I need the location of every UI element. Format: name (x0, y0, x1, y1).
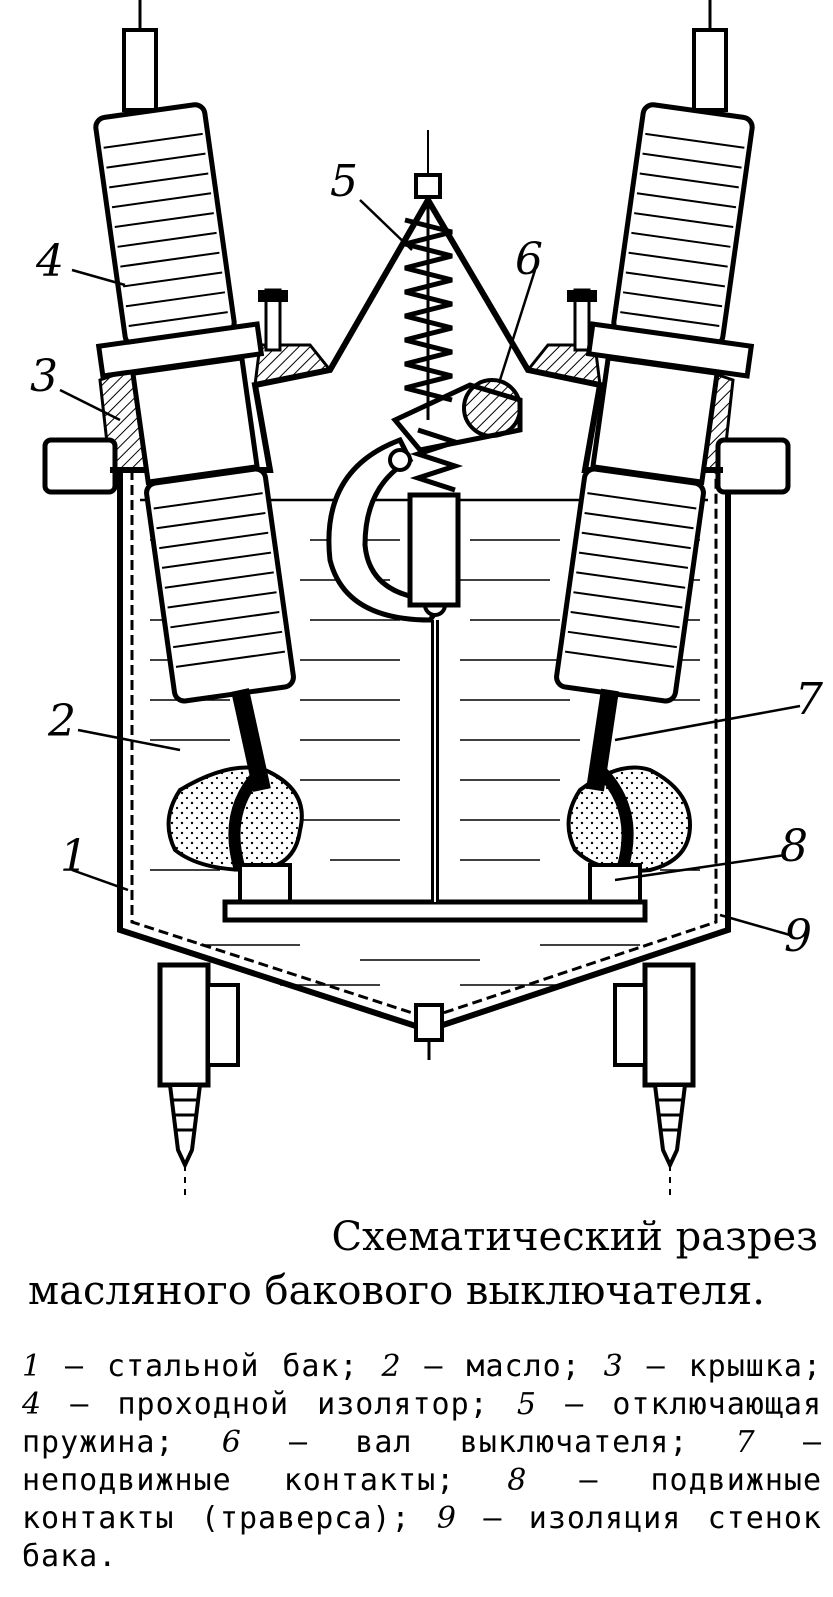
legend-item: 9 — изоляция стенок бака. (22, 1501, 822, 1574)
legend-item: 8 — подвижные контакты (траверса); (22, 1463, 823, 1536)
callout-label-2: 2 (48, 696, 76, 747)
figure-caption: Схематический разрез масляного бакового … (28, 1210, 818, 1318)
figure-legend: 1 — стальной бак; 2 — масло; 3 — крышка;… (22, 1348, 822, 1576)
callout-label-9: 9 (784, 911, 812, 962)
tank-wall-insulation (130, 470, 718, 1020)
legend-item: 2 — масло; (381, 1349, 581, 1384)
fixed-contacts (166, 765, 693, 873)
legend-item: 5 — отключающая пружина; (22, 1387, 823, 1460)
callout-label-7: 7 (795, 674, 823, 725)
breaker-cross-section (42, 0, 801, 1200)
drain-bolt (414, 1003, 444, 1060)
breaker-shaft (326, 378, 523, 623)
tank-legs (157, 962, 696, 1200)
callout-label-1: 1 (60, 831, 88, 882)
callout-label-8: 8 (780, 821, 808, 872)
moving-contacts-traverse (222, 620, 648, 923)
legend-item: 6 — вал выключателя; (221, 1425, 689, 1460)
caption-line-2: масляного бакового выключателя. (28, 1268, 765, 1314)
opening-spring (404, 130, 453, 420)
callout-label-4: 4 (36, 236, 64, 287)
bushing-insulator-left (93, 0, 296, 792)
legend-item: 4 — проходной изолятор; (22, 1387, 489, 1422)
legend-item: 3 — крышка; (603, 1349, 823, 1384)
legend-item: 7 — неподвижные контакты; (22, 1425, 823, 1498)
caption-line-1: Схематический разрез (331, 1214, 818, 1260)
callout-label-5: 5 (330, 156, 358, 207)
legend-item: 1 — стальной бак; (22, 1349, 359, 1384)
leader-lines (59, 199, 801, 937)
callout-label-3: 3 (30, 351, 58, 402)
callout-label-6: 6 (515, 234, 543, 285)
bushing-insulator-right (554, 0, 755, 792)
